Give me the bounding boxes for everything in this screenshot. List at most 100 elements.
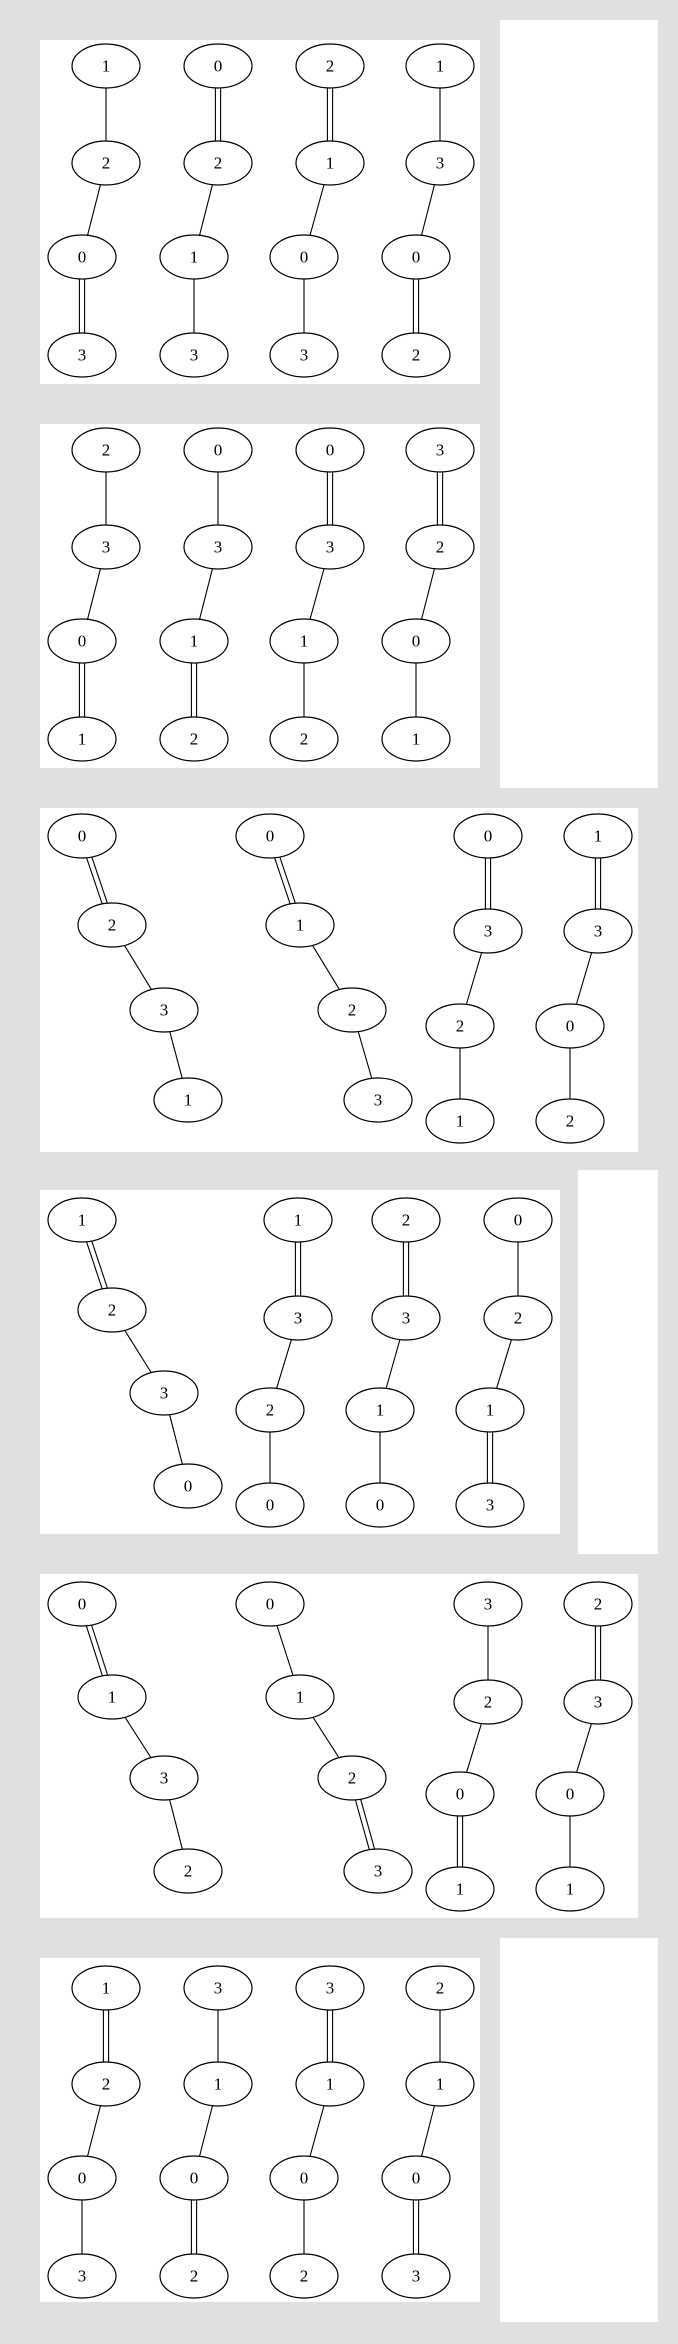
node-label: 1 xyxy=(190,632,199,651)
node-label: 2 xyxy=(566,1112,575,1131)
graph-node: 1 xyxy=(295,140,365,186)
node-label: 0 xyxy=(78,827,87,846)
node-ellipse xyxy=(153,1463,223,1509)
node-label: 3 xyxy=(102,538,111,557)
node-label: 2 xyxy=(300,2267,309,2286)
edge-line-3 xyxy=(169,1031,183,1079)
edge-line-2 xyxy=(124,1330,152,1373)
node-ellipse xyxy=(295,140,365,186)
node-label: 3 xyxy=(78,346,87,365)
node-label: 3 xyxy=(484,922,493,941)
node-label: 3 xyxy=(594,922,603,941)
node-ellipse xyxy=(295,2061,365,2107)
node-ellipse xyxy=(269,332,339,378)
edge-line-2 xyxy=(199,184,213,236)
graph-node: 3 xyxy=(71,524,141,570)
node-ellipse xyxy=(265,1674,335,1720)
edge-line-2 xyxy=(276,1339,292,1389)
node-ellipse xyxy=(269,2253,339,2299)
graph-node: 1 xyxy=(47,1197,117,1243)
node-ellipse xyxy=(425,1098,495,1144)
node-ellipse xyxy=(269,234,339,280)
node-ellipse xyxy=(47,813,117,859)
graph-node: 1 xyxy=(269,618,339,664)
graph-node: 1 xyxy=(183,2061,253,2107)
graph-node: 1 xyxy=(153,1077,223,1123)
node-ellipse xyxy=(381,2155,451,2201)
double-edge-line-1-2 xyxy=(85,1626,104,1677)
node-ellipse xyxy=(317,1755,387,1801)
node-ellipse xyxy=(295,43,365,89)
node-ellipse xyxy=(269,2155,339,2201)
graph-node: 3 xyxy=(563,908,633,954)
graph-node: 0 xyxy=(47,234,117,280)
graph-node: 2 xyxy=(71,427,141,473)
node-label: 2 xyxy=(436,1979,445,1998)
node-label: 2 xyxy=(300,730,309,749)
edge-line-2 xyxy=(199,2105,213,2157)
node-label: 2 xyxy=(108,916,117,935)
graph-node: 3 xyxy=(183,1965,253,2011)
background-panels xyxy=(40,20,658,2322)
node-ellipse xyxy=(453,1581,523,1627)
graph-node: 2 xyxy=(381,332,451,378)
node-label: 1 xyxy=(214,2075,223,2094)
panel-background-9 xyxy=(500,1938,658,2322)
double-edge-line-3-1 xyxy=(360,1798,375,1849)
graph-node: 3 xyxy=(405,140,475,186)
node-ellipse xyxy=(483,1197,553,1243)
graph-node: 2 xyxy=(269,716,339,762)
node-label: 2 xyxy=(594,1595,603,1614)
graph-node: 3 xyxy=(343,1848,413,1894)
node-ellipse xyxy=(235,1482,305,1528)
node-ellipse xyxy=(453,813,523,859)
node-label: 0 xyxy=(78,1595,87,1614)
edge-line-2 xyxy=(421,184,435,236)
node-label: 3 xyxy=(214,538,223,557)
panel-background-2 xyxy=(500,20,658,788)
node-ellipse xyxy=(295,427,365,473)
node-label: 1 xyxy=(326,2075,335,2094)
graph-node: 0 xyxy=(535,1003,605,1049)
node-ellipse xyxy=(47,716,117,762)
node-label: 0 xyxy=(514,1211,523,1230)
node-ellipse xyxy=(235,813,305,859)
node-ellipse xyxy=(563,908,633,954)
node-label: 3 xyxy=(214,1979,223,1998)
node-label: 0 xyxy=(484,827,493,846)
graph-node: 1 xyxy=(535,1866,605,1912)
edge-line-3 xyxy=(357,1031,373,1079)
edge-line-2 xyxy=(309,184,325,236)
double-edge-line-1-1 xyxy=(90,1624,109,1675)
node-label: 1 xyxy=(566,1880,575,1899)
node-ellipse xyxy=(47,2155,117,2201)
node-ellipse xyxy=(405,427,475,473)
node-label: 0 xyxy=(266,827,275,846)
edge-line-2 xyxy=(312,945,340,990)
node-ellipse xyxy=(563,1679,633,1725)
node-label: 2 xyxy=(102,154,111,173)
graph-node: 3 xyxy=(455,1482,525,1528)
graph-node: 2 xyxy=(159,716,229,762)
edge-line-2 xyxy=(87,184,101,236)
node-ellipse xyxy=(159,618,229,664)
graph-node: 3 xyxy=(129,1755,199,1801)
node-label: 0 xyxy=(566,1017,575,1036)
graph-node: 2 xyxy=(453,1679,523,1725)
graph-node: 1 xyxy=(405,43,475,89)
graph-node: 0 xyxy=(159,2155,229,2201)
graph-node: 0 xyxy=(235,813,305,859)
node-ellipse xyxy=(235,1387,305,1433)
graph-node: 2 xyxy=(317,1755,387,1801)
